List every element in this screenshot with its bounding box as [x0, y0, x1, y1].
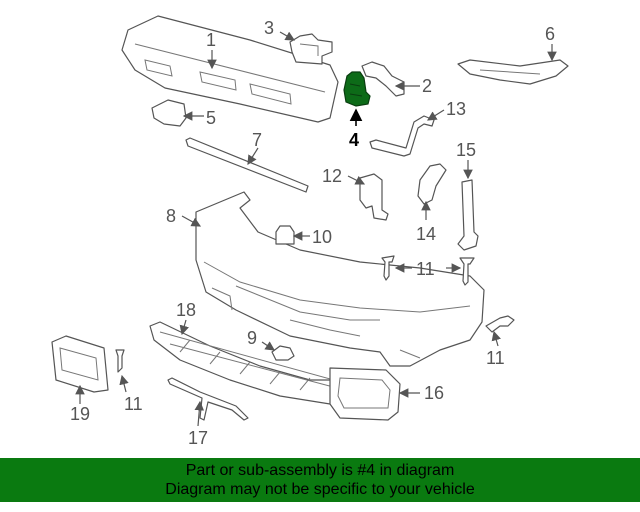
- callout-6: 6: [545, 24, 555, 44]
- leader-9: [261, 341, 275, 351]
- callout-11b: 11: [486, 348, 505, 368]
- callout-3: 3: [264, 18, 274, 38]
- part-19-plate-bracket[interactable]: [51, 335, 109, 393]
- callout-2: 2: [422, 76, 432, 96]
- callout-16: 16: [424, 383, 444, 403]
- leader-8: [181, 215, 202, 227]
- callout-9: 9: [247, 328, 257, 348]
- callout-7: 7: [252, 130, 262, 150]
- part-4-highlighted-bracket[interactable]: [343, 71, 371, 107]
- callout-5: 5: [206, 108, 216, 128]
- leader-18: [179, 319, 189, 336]
- notice-line-2: Diagram may not be specific to your vehi…: [165, 481, 475, 498]
- part-2-bracket[interactable]: [361, 61, 405, 97]
- callout-14: 14: [416, 224, 436, 244]
- callout-13: 13: [446, 99, 466, 119]
- leader-7: [247, 147, 259, 166]
- part-9-grommet[interactable]: [271, 345, 295, 361]
- callout-12: 12: [322, 166, 342, 186]
- part-11-fastener-d[interactable]: [115, 349, 125, 373]
- leader-17: [194, 400, 205, 427]
- part-3-bracket[interactable]: [289, 33, 333, 65]
- notice-line-1: Part or sub-assembly is #4 in diagram: [185, 462, 455, 479]
- leader-11c: [491, 330, 501, 347]
- part-10-clip[interactable]: [275, 225, 295, 245]
- part-17-strip[interactable]: [167, 377, 249, 421]
- callout-labels: 1 2 3 4 5 6 7 8 9 10 11 11 11 11 12 13 1…: [70, 18, 555, 448]
- part-6-bracket[interactable]: [457, 59, 569, 85]
- callout-8: 8: [166, 206, 176, 226]
- leader-lines: [75, 31, 557, 427]
- callout-10: 10: [312, 227, 332, 247]
- callout-19: 19: [70, 404, 90, 424]
- part-5-deflector[interactable]: [151, 99, 187, 127]
- part-7-strip[interactable]: [185, 137, 309, 193]
- leader-12: [347, 175, 366, 185]
- part-15-brace[interactable]: [457, 179, 479, 251]
- callout-18: 18: [176, 300, 196, 320]
- callout-11a: 11: [416, 259, 435, 279]
- parts-diagram: 1 2 3 4 5 6 7 8 9 10 11 11 11 11 12 13 1…: [51, 15, 569, 448]
- part-14-bracket[interactable]: [417, 163, 447, 205]
- callout-1: 1: [206, 30, 216, 50]
- part-8-bumper-fascia[interactable]: [195, 191, 485, 367]
- part-13-support[interactable]: [369, 115, 435, 157]
- part-11-fastener-c[interactable]: [485, 315, 515, 333]
- leader-13: [426, 109, 445, 121]
- notice-banner: Part or sub-assembly is #4 in diagram Di…: [0, 458, 640, 502]
- part-11-fastener-a[interactable]: [381, 255, 395, 281]
- part-12-bracket[interactable]: [359, 173, 389, 221]
- callout-17: 17: [188, 428, 208, 448]
- callout-4: 4: [349, 130, 359, 150]
- part-16-fog-bezel[interactable]: [329, 367, 401, 421]
- part-11-fastener-b[interactable]: [459, 257, 475, 286]
- leader-11d: [119, 374, 129, 393]
- part-1-impact-bar[interactable]: [121, 15, 339, 123]
- callout-11c: 11: [124, 394, 143, 414]
- callout-15: 15: [456, 140, 476, 160]
- leader-3: [279, 31, 296, 41]
